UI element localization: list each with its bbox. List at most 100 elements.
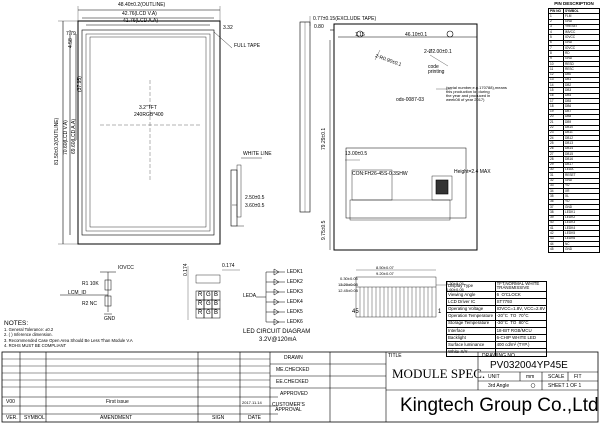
connector-label: CON:FH26-45S-0.3SHW	[352, 171, 408, 177]
unit-label: UNIT	[488, 374, 500, 380]
note-2: 2. ( ) Inference dimension.	[4, 332, 53, 337]
approved-label: APPROVED	[280, 391, 308, 397]
notes-block: NOTES: 1. General Tolerance: ±0.2 2. ( )…	[4, 321, 133, 349]
ledk2-label: LEDK2	[287, 279, 303, 285]
ver-header: VER.	[6, 415, 18, 421]
fpc-dim-5: 12.45±0.05	[338, 288, 358, 293]
dim-left-offset: 7.79	[66, 31, 76, 37]
date-header: DATE	[248, 415, 261, 421]
dim-outline-height: 81.50±0.2(OUTLINE)	[54, 117, 60, 165]
dim-97: 9.75±0.5	[321, 220, 327, 240]
led-circuit-title: LED CIRCUIT DIAGRAM	[243, 329, 311, 335]
side-dim-2: 3.60±0.5	[245, 203, 265, 209]
led-cell: B	[214, 292, 219, 298]
fpc-dim-4: 13.20±0.05	[338, 282, 358, 287]
ledk1-label: LEDK1	[287, 269, 303, 275]
note-3: 3. Recommended Case Open Area Should Be …	[4, 337, 133, 343]
dim-13: 13.00±0.5	[345, 151, 368, 157]
led-cell: G	[206, 310, 211, 316]
code-printing-label: code printing	[428, 64, 445, 75]
scale-label: SCALE	[548, 374, 565, 380]
fpc-pin-45: 45	[352, 309, 359, 315]
drawing-no-label: DRAWING NO.	[482, 353, 517, 359]
amendment-value: First issue	[106, 399, 129, 405]
spec-key: Display Type	[446, 281, 496, 292]
iovcc-label: IOVCC	[118, 265, 134, 271]
table-row: Storage Temperature-30°C TO 80°C	[446, 319, 548, 328]
dim-top-offset: 4.58	[68, 38, 74, 48]
note-1: 1. General Tolerance: ±0.2	[4, 326, 54, 332]
spec-key: Backlight	[446, 333, 496, 343]
led-cell: R	[198, 292, 203, 298]
symbol-header: SYMBOL	[24, 415, 45, 421]
notes-title: NOTES:	[4, 320, 29, 327]
pin-number: 45	[548, 246, 564, 253]
led-cell: G	[206, 301, 211, 307]
spec-value: 6 O'CLOCK	[494, 290, 548, 300]
spec-key: Operating Voltage	[446, 305, 496, 314]
spec-value: -20°C TO 70°C	[494, 312, 548, 321]
angle-label: 3rd Angle	[488, 383, 510, 389]
r2-label: R2 NC	[82, 301, 98, 307]
note-4: 4. ROHS MUST BE COMPLIANT	[4, 343, 67, 348]
led-cell: G	[206, 292, 211, 298]
spec-value: ST7793	[494, 297, 548, 307]
exclude-tape-dim: 0.77±0.15(EXCLUDE TAPE)	[313, 16, 377, 22]
led-cell: B	[214, 310, 219, 316]
spec-value: IOVCC=1.8V, VCC=2.8V	[494, 305, 548, 314]
dim-va-height: 70.60(LCD V.A)	[63, 120, 69, 155]
fpc-dim-2: 9.20±0.07	[376, 271, 394, 276]
led-cell: B	[214, 301, 219, 307]
gnd-label: GND	[104, 316, 116, 322]
dim-080: 0.80	[314, 24, 324, 30]
spec-key: Viewing Angle	[446, 290, 496, 300]
panel-resolution-label: 240RGB*400	[134, 112, 164, 118]
side-dim-1: 2.50±0.5	[245, 195, 265, 201]
table-row: Operation Temperature-20°C TO 70°C	[446, 312, 548, 321]
serial-number-note: (serial number,e.g.170788),means this pr…	[446, 85, 507, 102]
spec-key: Storage Temperature	[446, 319, 496, 328]
date-code: ods-0087-03	[396, 97, 425, 103]
title-label: TITLE	[388, 353, 402, 359]
ledk3-label: LEDK3	[287, 289, 303, 295]
fpc-dim-3: 0.30±0.05	[340, 276, 358, 281]
spec-key: LCD Driver IC	[446, 297, 496, 307]
table-row: White X/Y----	[446, 348, 548, 357]
led-dim-label: 0.174	[222, 263, 235, 269]
ledk5-label: LEDK5	[287, 309, 303, 315]
dim-va-width: 42.76(LCD V.A)	[122, 11, 157, 17]
spec-value: -30°C TO 80°C	[494, 319, 548, 328]
spec-value: ----	[494, 348, 548, 357]
fpc-pin-1: 1	[438, 309, 442, 315]
dim-h79: 79.29±0.1	[321, 127, 327, 150]
height-label: Height=2.4 MAX	[454, 169, 491, 175]
spec-value: 400 cd/m² (TYP.)	[494, 341, 548, 350]
r1-label: R1 10K	[82, 281, 99, 287]
version-value: V00	[6, 399, 15, 405]
customers-approval-label: CUSTOMER'S APPROVAL	[272, 402, 305, 413]
document-title: MODULE SPEC.	[392, 366, 486, 381]
spec-key: Surface luminance	[446, 341, 496, 350]
dim-outline-width: 48.40±0.2(OUTLINE)	[118, 2, 166, 8]
full-tape-label: FULL TAPE	[234, 43, 261, 49]
lcm-id-label: LCM_ID	[68, 290, 87, 296]
dim-right-offset: 3.32	[223, 25, 233, 31]
me-checked-label: ME.CHECKED	[276, 367, 310, 373]
dim-half-height: (37.95)	[77, 76, 83, 92]
spec-value: TFT,NORMAL WHITE TRANSMISSIVE	[494, 281, 548, 292]
white-line-label: WHITE LINE	[243, 151, 272, 157]
sign-header: SIGN	[212, 415, 225, 421]
dim-aa-height: 69.60(LCD A.A)	[71, 118, 77, 154]
led-cell: R	[198, 301, 203, 307]
